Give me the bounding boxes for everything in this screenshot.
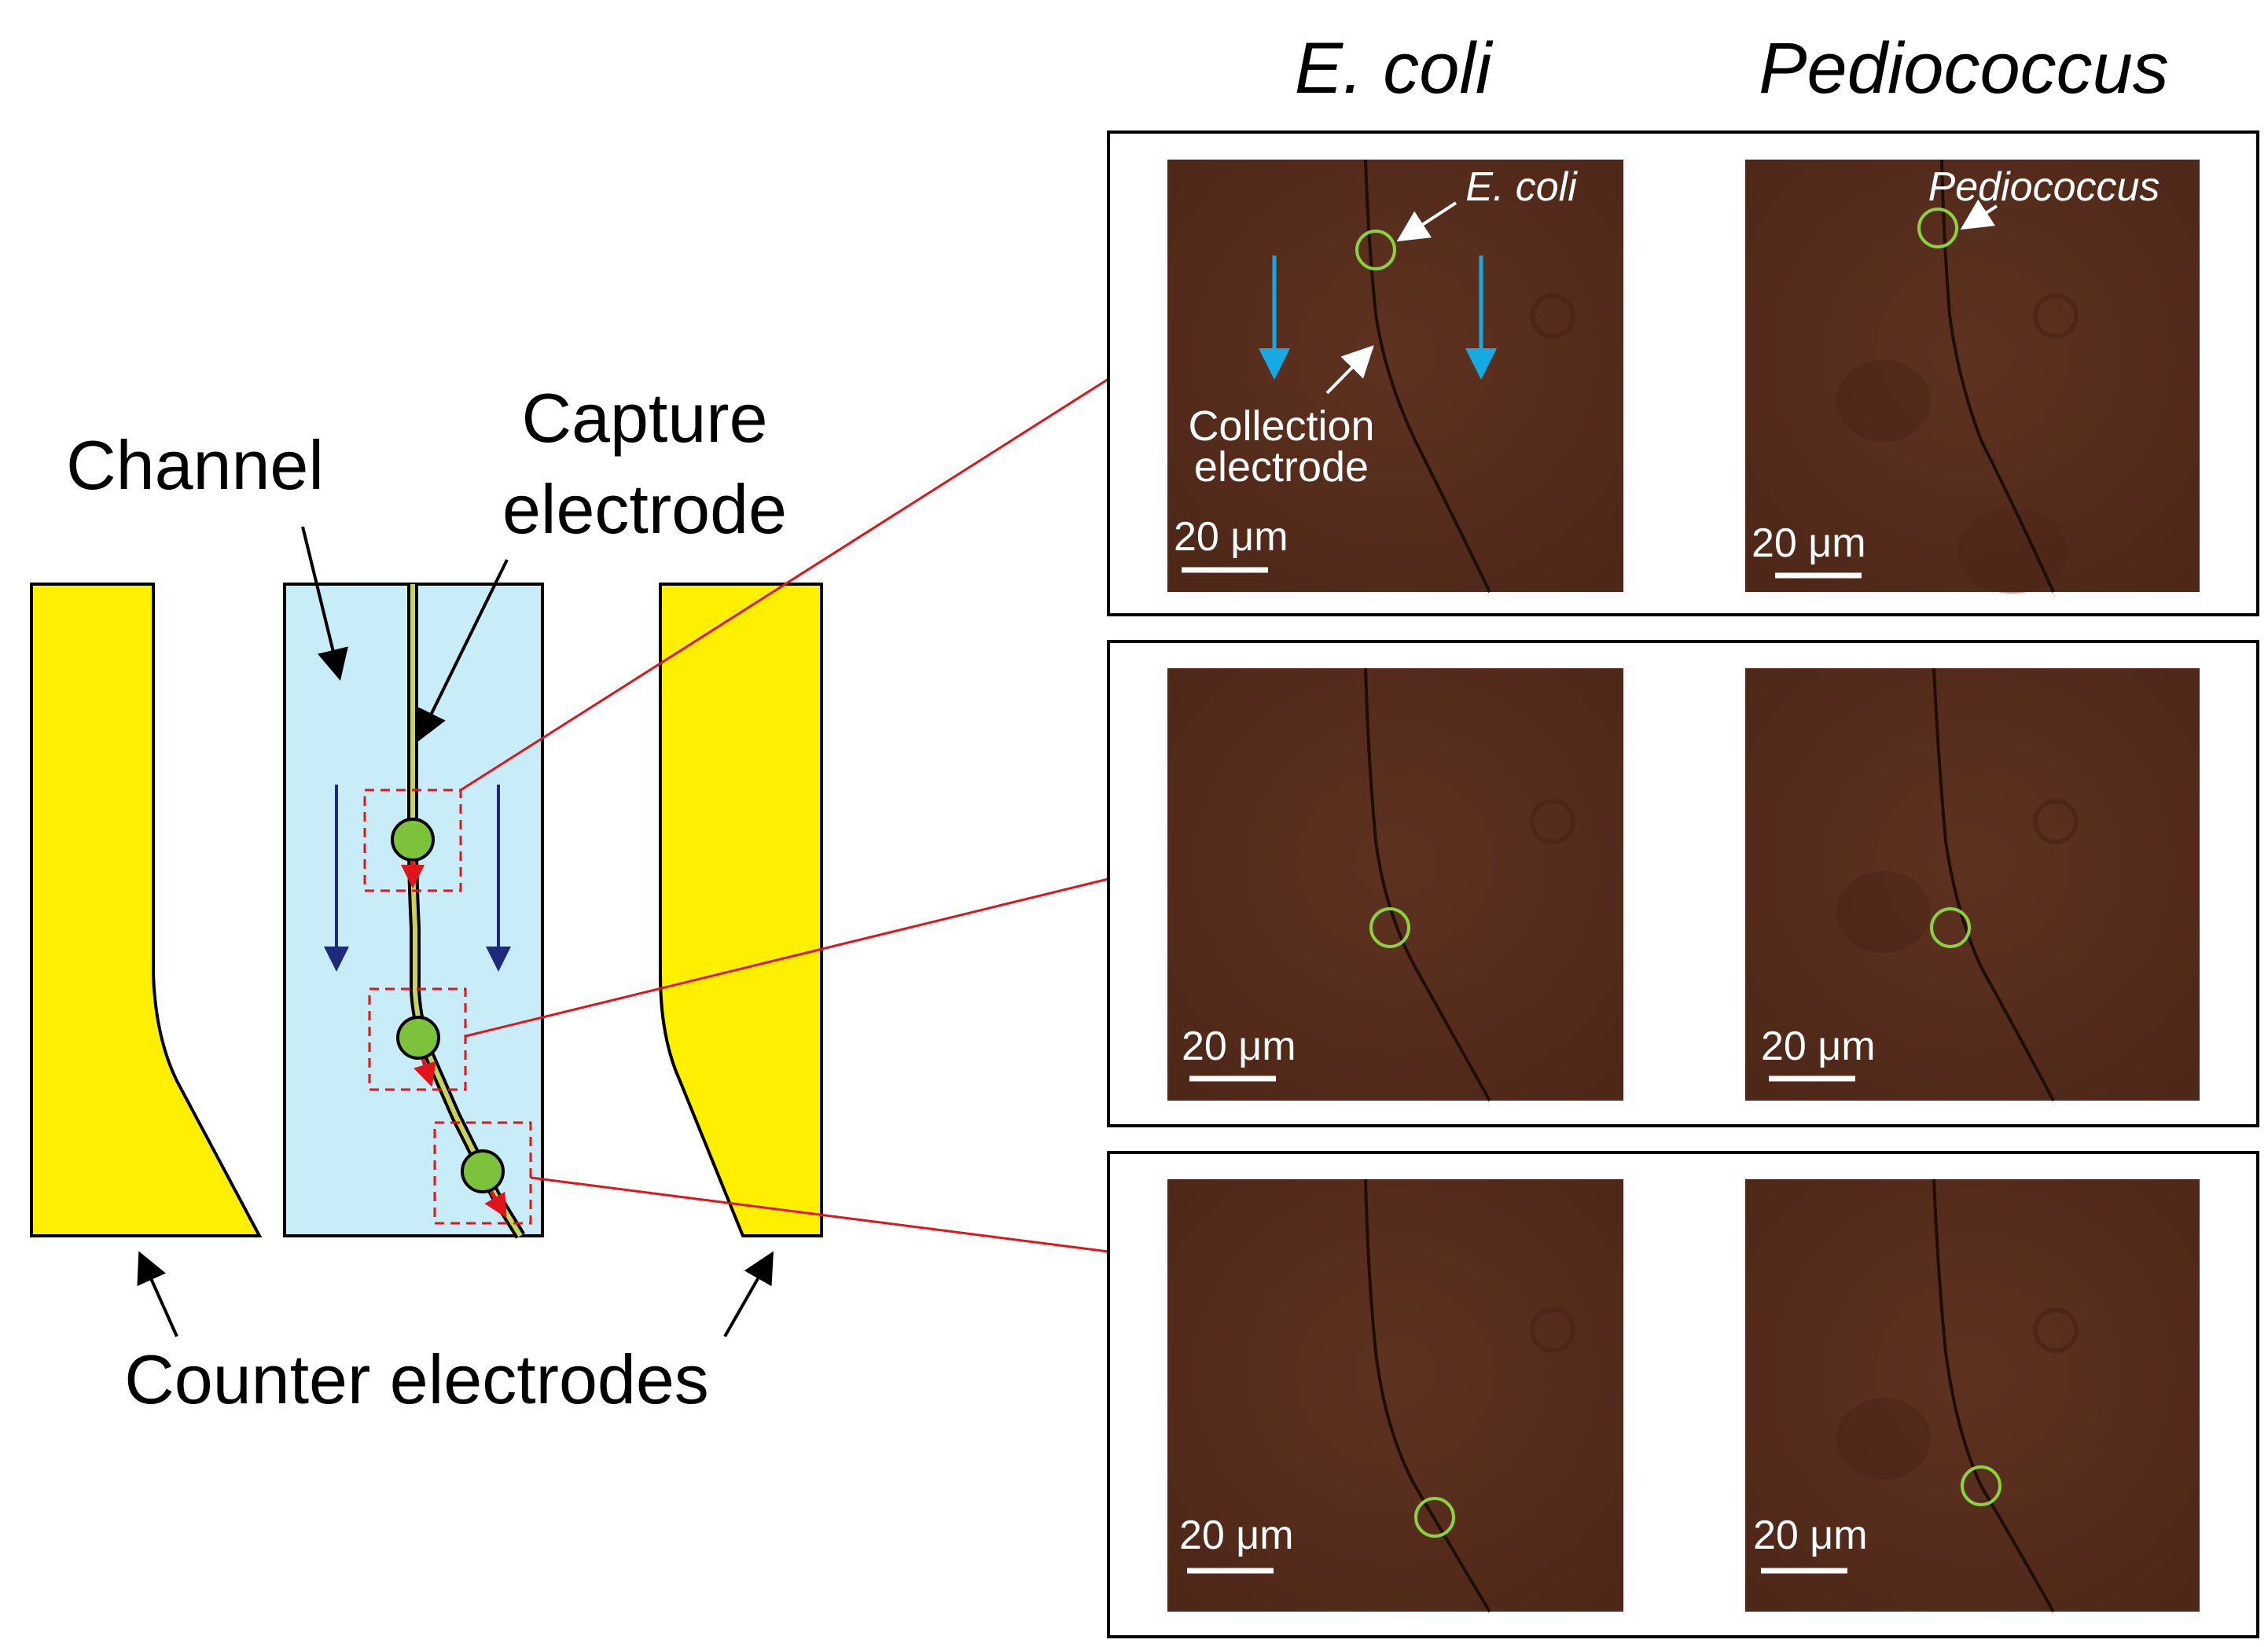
counter-electrodes-label: Counter electrodes [124, 1340, 709, 1418]
electrode-diagram: Channel Capture electrode Counter electr… [30, 379, 823, 1418]
micrograph-pediococcus-3: 20 μm [1745, 1178, 2200, 1612]
zoom-box-2 [368, 987, 467, 1091]
micrograph-ecoli-2: 20 μm [1167, 667, 1623, 1101]
collection-label-line2: electrode [1194, 443, 1369, 491]
scale-bar-label: 20 μm [1174, 514, 1288, 560]
pointer-arrow-icon [1325, 345, 1374, 395]
pointer-arrow-icon [137, 1251, 178, 1337]
cell-icon [396, 1016, 440, 1060]
cell-icon [391, 818, 435, 862]
pointer-arrow-icon [1396, 201, 1457, 242]
pediococcus-annotation: Pediococcus [1928, 164, 2160, 210]
pointer-arrow-icon [723, 1251, 774, 1337]
cell-marker [1917, 208, 1958, 248]
scale-bar-label: 20 μm [1752, 520, 1866, 566]
scale-bar-label: 20 μm [1761, 1024, 1876, 1069]
cell-marker [1414, 1497, 1455, 1538]
micrograph-ecoli-3: 20 μm [1167, 1178, 1623, 1613]
micrograph-pediococcus-2: 20 μm [1745, 667, 2200, 1101]
zoom-lines [460, 377, 1109, 1253]
capture-label-line2: electrode [502, 470, 787, 548]
pointer-arrow-icon [1960, 199, 1998, 230]
cell-marker [1355, 230, 1396, 270]
channel-label: Channel [66, 426, 324, 504]
cell-icon [461, 1149, 505, 1193]
counter-electrode-right [659, 583, 823, 1237]
zoom-box-3 [433, 1121, 532, 1225]
scale-bar-label: 20 μm [1753, 1513, 1868, 1558]
column-header-ecoli: E. coli [1295, 28, 1494, 108]
micrograph-pediococcus-1: Pediococcus 20 μm [1745, 159, 2200, 594]
scale-bar-label: 20 μm [1179, 1513, 1294, 1558]
cell-marker [1930, 907, 1971, 948]
collection-label-line1: Collection [1188, 403, 1374, 450]
cell-marker [1961, 1465, 2002, 1506]
column-header-pediococcus: Pediococcus [1759, 28, 2169, 108]
pointer-arrow-icon [417, 559, 509, 742]
capture-label-line1: Capture [521, 379, 767, 457]
zoom-box-1 [363, 789, 462, 892]
cell-marker [1369, 907, 1410, 948]
micrograph-ecoli-1: E. coli Collection electrode 20 μm [1167, 159, 1623, 593]
pointer-arrow-icon [301, 526, 348, 681]
scale-bar-label: 20 μm [1182, 1024, 1296, 1069]
counter-electrode-left [30, 583, 263, 1237]
ecoli-annotation: E. coli [1465, 164, 1578, 210]
